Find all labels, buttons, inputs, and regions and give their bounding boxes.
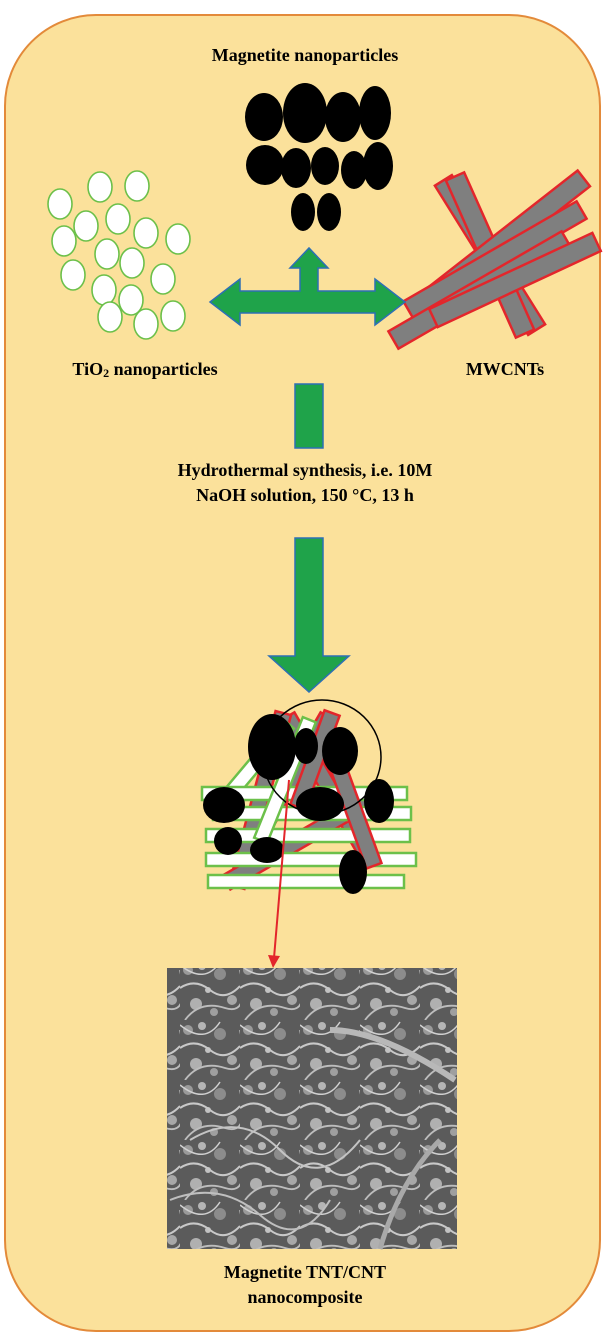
magnetite-nanoparticles-cluster: [245, 83, 393, 231]
label-mwcnts-text: MWCNTs: [466, 359, 544, 379]
label-tio2-prefix: TiO: [72, 359, 103, 379]
label-product-line1: Magnetite TNT/CNT: [150, 1260, 460, 1285]
tio2-nanoparticles-cluster: [48, 171, 190, 339]
label-synthesis-line2: NaOH solution, 150 °C, 13 h: [100, 483, 510, 508]
label-magnetite-text: Magnetite nanoparticles: [212, 45, 398, 65]
label-product-line2: nanocomposite: [150, 1285, 460, 1310]
mwcnt-bundle: [388, 171, 600, 349]
three-way-arrow: [210, 248, 405, 325]
sem-micrograph: [167, 968, 457, 1249]
process-arrow-upper-bar: [295, 384, 323, 448]
label-mwcnts: MWCNTs: [420, 358, 590, 381]
label-tio2-nanoparticles: TiO2 nanoparticles: [30, 358, 260, 381]
label-synthesis-conditions: Hydrothermal synthesis, i.e. 10M NaOH so…: [100, 458, 510, 508]
process-arrow-down: [269, 538, 349, 692]
label-product: Magnetite TNT/CNT nanocomposite: [150, 1260, 460, 1310]
label-tio2-suffix: nanoparticles: [109, 359, 218, 379]
label-magnetite-nanoparticles: Magnetite nanoparticles: [150, 44, 460, 67]
label-synthesis-line1: Hydrothermal synthesis, i.e. 10M: [100, 458, 510, 483]
